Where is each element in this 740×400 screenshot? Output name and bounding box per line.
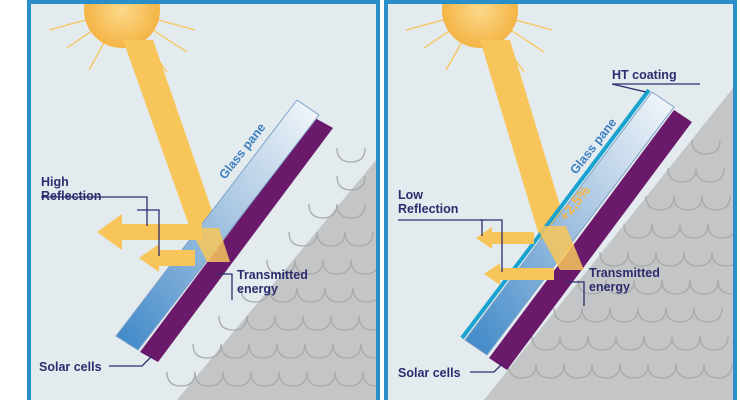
glass-pane (464, 91, 675, 356)
ht-coating-layer (460, 88, 651, 340)
sunlight-beam (123, 40, 225, 248)
reflection-arrow-upper (476, 227, 534, 249)
leader-lines (398, 83, 700, 373)
sun (442, 4, 518, 48)
roof-tiles (166, 147, 376, 387)
solar-cells-label: Solar cells (398, 366, 461, 380)
sun (84, 4, 160, 48)
ht-coating-label: HT coating (612, 68, 677, 82)
roof (484, 88, 733, 400)
sunlight-beam (480, 40, 574, 252)
reflection-arrow-large (97, 214, 202, 250)
solar-cells-label: Solar cells (39, 360, 102, 374)
solar-cell-layer (140, 118, 333, 362)
solar-cell-layer (489, 110, 692, 370)
roof-tiles (507, 139, 733, 379)
reflection-arrow-small (139, 244, 195, 272)
roof (177, 160, 376, 400)
leader-lines (41, 196, 233, 367)
transmitted-beam (536, 226, 584, 270)
